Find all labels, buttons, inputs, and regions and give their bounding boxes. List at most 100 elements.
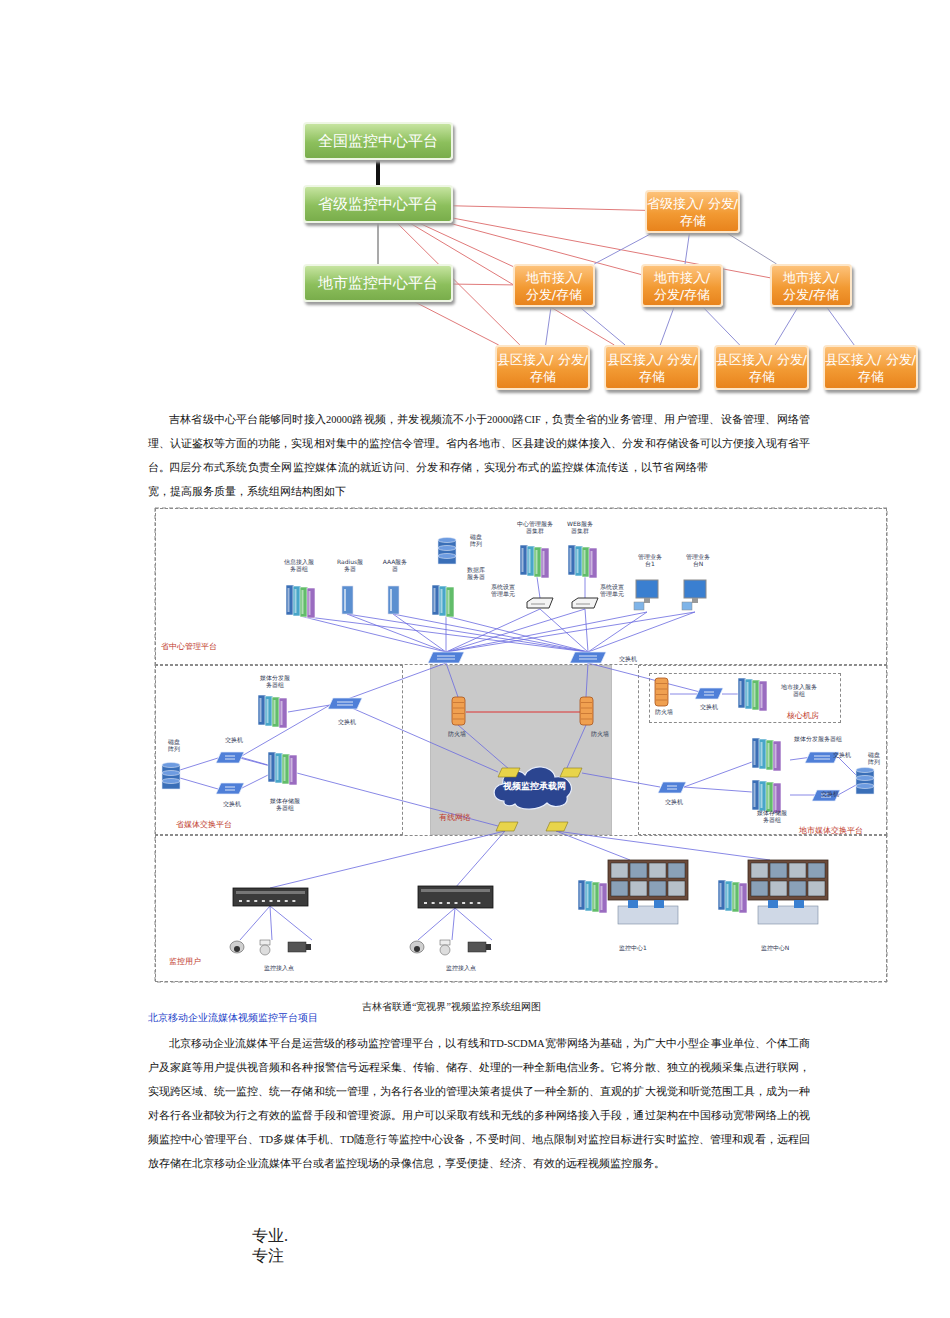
network-wire bbox=[240, 906, 270, 940]
dvr-button bbox=[477, 902, 480, 904]
network-wire bbox=[393, 614, 446, 652]
connector-line bbox=[660, 307, 674, 345]
region-label: 地市媒体交换平台 bbox=[799, 825, 863, 836]
dome-camera bbox=[410, 941, 424, 953]
network-wire bbox=[446, 609, 585, 652]
server-shine bbox=[570, 548, 572, 572]
switch-arrows bbox=[337, 702, 353, 705]
connector-line bbox=[775, 307, 798, 345]
pc-tower bbox=[682, 602, 692, 610]
device-label: 磁盘阵列 bbox=[166, 738, 182, 752]
device-label: 防火墙 bbox=[445, 730, 469, 737]
server-shine bbox=[291, 758, 293, 782]
network-wire bbox=[466, 712, 580, 713]
server-shine bbox=[522, 548, 524, 572]
edge-switch bbox=[498, 768, 520, 777]
dvr-box bbox=[233, 888, 308, 906]
mgmt-unit bbox=[527, 598, 553, 608]
firewall-brick bbox=[656, 694, 667, 695]
server-shine bbox=[302, 590, 304, 614]
mgmt-unit bbox=[572, 598, 598, 608]
device-label: 监控接入点 bbox=[440, 964, 482, 971]
camera-mount bbox=[440, 940, 450, 945]
server-shine bbox=[270, 755, 272, 779]
network-wire bbox=[455, 908, 492, 940]
video-tile bbox=[789, 863, 806, 878]
network-wire bbox=[588, 612, 647, 652]
server-shine bbox=[295, 589, 297, 613]
device-label: 交换机 bbox=[818, 790, 842, 797]
server-shine bbox=[536, 550, 538, 574]
server-rack bbox=[541, 548, 549, 578]
device-label: 地市接入服务器组 bbox=[780, 683, 818, 697]
switch-arrows bbox=[814, 756, 830, 759]
server-shine bbox=[775, 744, 777, 768]
network-wire bbox=[300, 616, 446, 652]
network-wire bbox=[670, 694, 697, 695]
server-shine bbox=[727, 884, 729, 908]
network-wire bbox=[684, 787, 752, 792]
device-label: 磁盘阵列 bbox=[866, 751, 882, 765]
switch-arrows bbox=[704, 692, 714, 695]
server-rack bbox=[773, 741, 781, 771]
server-shine bbox=[529, 549, 531, 573]
server-shine bbox=[580, 883, 582, 907]
server-shine bbox=[775, 786, 777, 810]
server-shine bbox=[761, 742, 763, 766]
dvr-box bbox=[418, 886, 493, 908]
monitor-stand bbox=[692, 598, 698, 603]
server-rack bbox=[599, 883, 607, 913]
dvr-button bbox=[439, 902, 442, 904]
server-shine bbox=[284, 757, 286, 781]
server-shine bbox=[587, 884, 589, 908]
access-box: 县区接入/ 分发/存储 bbox=[823, 345, 918, 390]
region-label: 省媒体交换平台 bbox=[176, 819, 232, 830]
server-shine bbox=[761, 784, 763, 808]
device-label: 系统设置管理单元 bbox=[598, 583, 626, 597]
network-wire bbox=[455, 831, 505, 888]
video-tile bbox=[808, 881, 825, 896]
switch-arrows bbox=[225, 787, 235, 790]
switch-icon bbox=[658, 782, 686, 793]
console-monitor bbox=[794, 900, 804, 908]
server-shine bbox=[584, 550, 586, 574]
firewall-brick bbox=[453, 708, 464, 709]
dvr-face bbox=[236, 891, 305, 894]
paragraph: 四层分布式系统负责全网监控媒体流的就近访问、分发和存储，实现分布式的监控媒体流传… bbox=[148, 456, 708, 504]
video-tile bbox=[668, 863, 685, 878]
device-label: 管理业务台1 bbox=[637, 553, 663, 567]
firewall-brick bbox=[581, 708, 592, 709]
dvr-button bbox=[254, 900, 257, 902]
dvr-button bbox=[270, 900, 273, 902]
server-shine bbox=[754, 783, 756, 807]
connector-line bbox=[727, 233, 777, 264]
network-wire bbox=[418, 908, 455, 940]
connector-line bbox=[377, 223, 379, 264]
network-wire bbox=[585, 609, 588, 652]
server-rack bbox=[307, 588, 315, 618]
video-wall bbox=[748, 860, 828, 900]
monitor-screen bbox=[636, 580, 658, 598]
firewall-brick bbox=[581, 719, 592, 720]
device-label: 媒体分发服务器组 bbox=[793, 735, 843, 742]
disk-top bbox=[438, 538, 456, 543]
connector-line bbox=[594, 233, 652, 264]
server-shine bbox=[390, 589, 392, 611]
node-label: 省级监控中心平台 bbox=[318, 195, 438, 214]
server-rack bbox=[773, 783, 781, 813]
access-box: 地市接入/ 分发/存储 bbox=[641, 264, 723, 307]
server-shine bbox=[344, 589, 346, 611]
server-rack bbox=[739, 883, 747, 913]
node-label: 视频监控承载网 bbox=[503, 780, 566, 793]
switch-icon bbox=[695, 688, 723, 699]
video-tile bbox=[611, 881, 628, 896]
network-wire bbox=[537, 577, 540, 598]
firewall-brick bbox=[453, 719, 464, 720]
box-camera-lens bbox=[486, 944, 491, 950]
server-shine bbox=[309, 591, 311, 615]
server-shine bbox=[288, 588, 290, 612]
server-shine bbox=[441, 589, 443, 613]
dvr-button bbox=[292, 900, 295, 902]
firewall-icon bbox=[655, 678, 668, 706]
